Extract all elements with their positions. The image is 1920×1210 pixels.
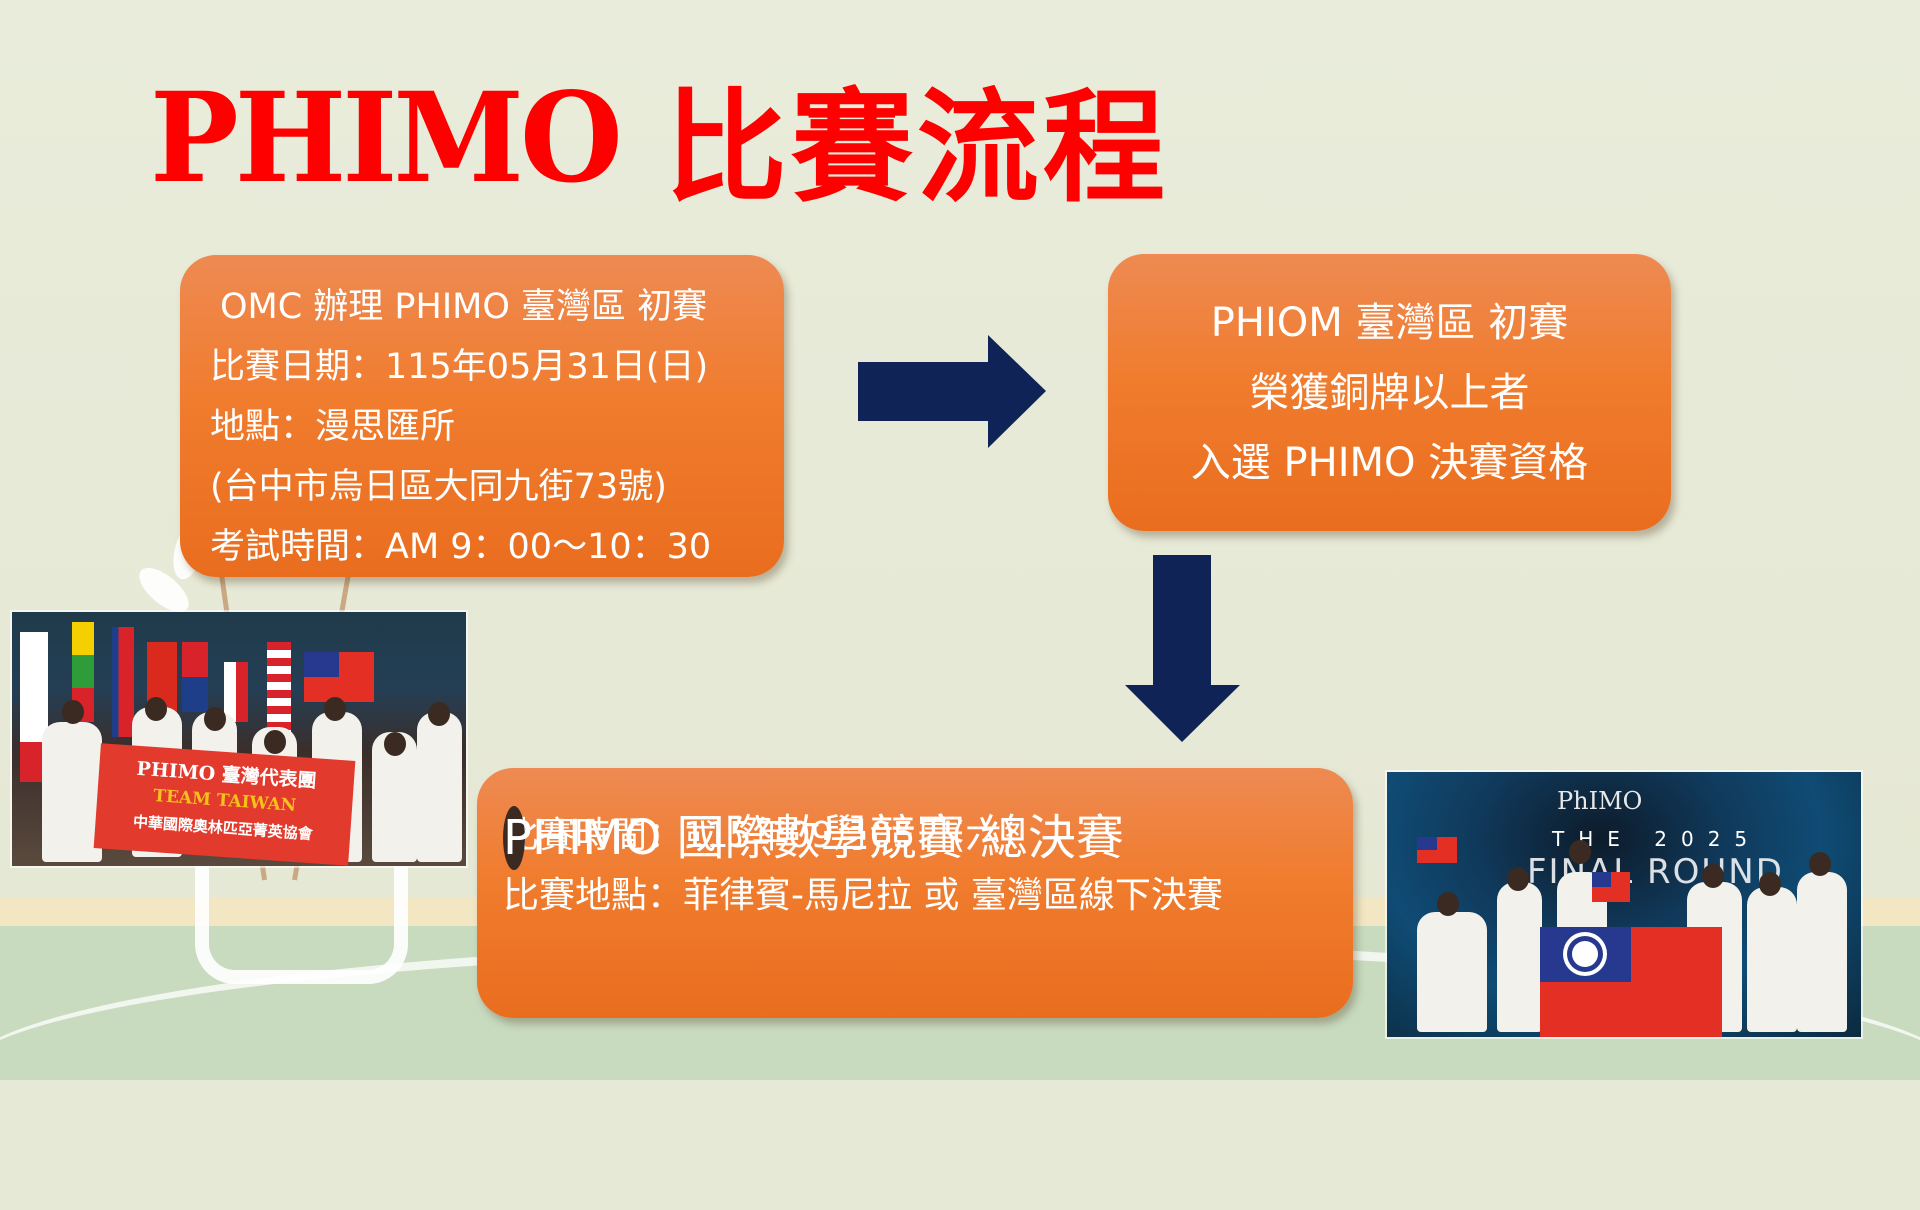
taiwan-flag xyxy=(1540,927,1722,1037)
stage-logo: PhIMO xyxy=(1557,787,1643,815)
step1-venue: 地點：漫思匯所 xyxy=(210,407,456,447)
final-round-photo: PhIMO THE 2025 FINAL ROUND xyxy=(1387,772,1861,1037)
step2-heading: PHIOM 臺灣區 初賽 xyxy=(1210,299,1569,346)
arrow-down-icon xyxy=(1125,555,1240,742)
step2-result: 入選 PHIMO 決賽資格 xyxy=(1190,439,1589,486)
team-photo: PHIMO 臺灣代表團 TEAM TAIWAN 中華國際奧林匹亞菁英協會 xyxy=(12,612,466,866)
page-title: PHIMO 比賽流程 xyxy=(150,62,1169,218)
step-box-qualification: PHIOM 臺灣區 初賽 榮獲銅牌以上者 入選 PHIMO 決賽資格 xyxy=(1108,254,1671,531)
arrow-right-icon xyxy=(858,335,1046,448)
title-latin: PHIMO xyxy=(150,64,623,210)
step3-date: 比賽時間：115年09月05日(六) xyxy=(503,815,1016,856)
step1-heading: OMC 辦理 PHIMO 臺灣區 初賽 xyxy=(220,287,708,327)
step-box-preliminary: OMC 辦理 PHIMO 臺灣區 初賽 比賽日期：115年05月31日(日) 地… xyxy=(180,255,784,577)
step1-address: (台中市烏日區大同九街73號) xyxy=(210,467,667,507)
step1-time: 考試時間：AM 9：00～10：30 xyxy=(210,527,712,567)
step2-condition: 榮獲銅牌以上者 xyxy=(1249,369,1530,416)
step3-heading: PHIMO 國際數學競賽 總決賽 xyxy=(503,806,1124,870)
title-cjk: 比賽流程 xyxy=(664,76,1169,219)
team-banner: PHIMO 臺灣代表團 TEAM TAIWAN 中華國際奧林匹亞菁英協會 xyxy=(93,743,356,866)
step3-venue: 比賽地點：菲律賓-馬尼拉 或 臺灣區線下決賽 xyxy=(503,875,1223,916)
step-box-final: PHIMO 國際數學競賽 總決賽 比賽時間：115年09月05日(六) 比賽地點… xyxy=(477,768,1353,1018)
step1-date: 比賽日期：115年05月31日(日) xyxy=(210,347,709,387)
